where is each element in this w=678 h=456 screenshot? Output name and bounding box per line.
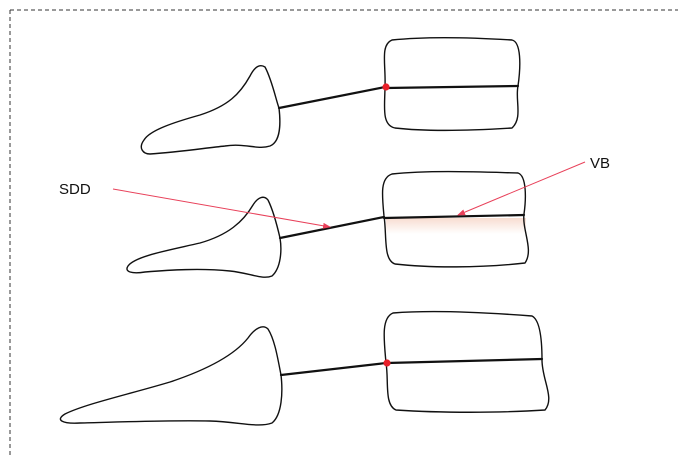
- row-2-glow: [386, 218, 526, 234]
- vb-annotation: VB: [457, 155, 610, 216]
- sdd-annotation: SDD: [59, 181, 331, 229]
- sdd-pointer-arrow: [112, 188, 331, 229]
- row-2-midline: [382, 213, 526, 220]
- sdd-label: SDD: [59, 181, 91, 198]
- row-3-junction-dot: [383, 359, 391, 367]
- row-1-junction-dot: [382, 83, 390, 91]
- row-3-midline: [385, 357, 544, 365]
- row-1-tail-shape: [140, 65, 281, 155]
- vb-label: VB: [590, 155, 610, 172]
- vb-pointer-arrow: [457, 161, 586, 216]
- row-1-block: [383, 37, 521, 131]
- dashed-frame: [9, 9, 678, 456]
- row-3-tail-shape: [59, 326, 283, 426]
- row-1-connector: [277, 85, 387, 110]
- row-3-assembly: [59, 310, 550, 426]
- row-1-midline: [384, 84, 520, 90]
- row-2-tail-shape: [126, 196, 282, 278]
- row-2-assembly: [126, 170, 530, 278]
- row-3-connector: [279, 361, 388, 377]
- row-2-connector: [278, 215, 386, 240]
- row-1-assembly: [140, 37, 521, 155]
